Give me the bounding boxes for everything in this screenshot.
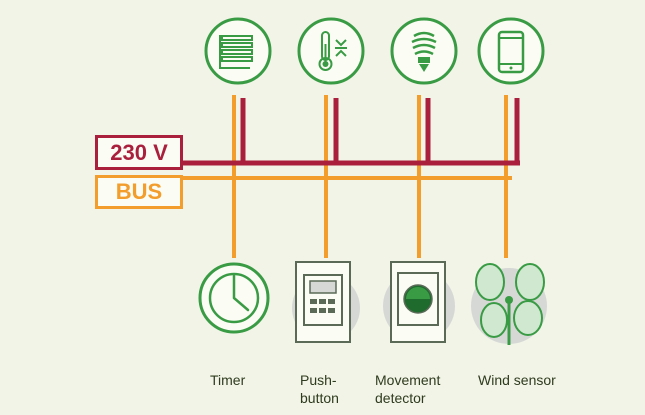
movement-detector-label: Movement detector bbox=[375, 371, 440, 407]
push-button-icon bbox=[292, 261, 360, 343]
light-bulb-icon bbox=[390, 17, 458, 85]
push-button-label: Push- button bbox=[300, 371, 339, 407]
bus-line-label: BUS bbox=[95, 175, 183, 209]
timer-icon bbox=[198, 262, 270, 334]
movement-detector-label-line1: Movement bbox=[375, 372, 441, 388]
blinds-icon bbox=[204, 17, 272, 85]
push-button-label-line1: Push- bbox=[300, 372, 337, 388]
power-line-label: 230 V bbox=[95, 135, 183, 170]
timer-label: Timer bbox=[210, 372, 246, 388]
wind-sensor-label: Wind sensor bbox=[478, 372, 556, 388]
movement-detector-icon bbox=[383, 261, 455, 343]
push-button-label-line2: button bbox=[300, 390, 339, 406]
smartphone-icon bbox=[477, 17, 545, 85]
movement-detector-label-line2: detector bbox=[375, 390, 426, 406]
wind-sensor-icon bbox=[471, 263, 547, 345]
thermostat-icon bbox=[297, 17, 365, 85]
